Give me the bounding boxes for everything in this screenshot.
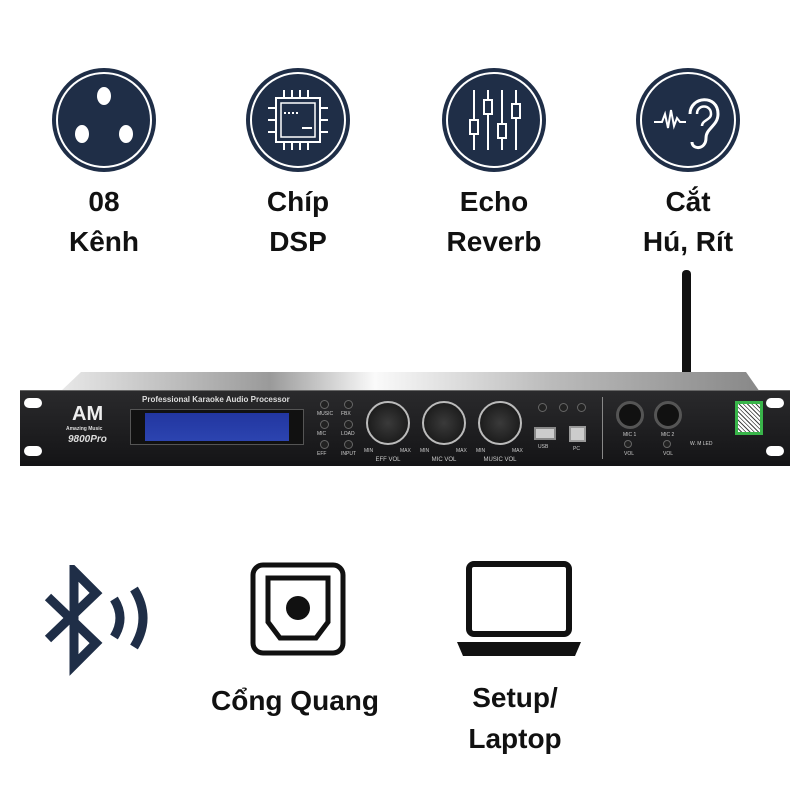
lcd-display: [130, 409, 304, 445]
led-label: W. M LED: [690, 441, 713, 447]
mic1-vol-knob[interactable]: [624, 440, 632, 448]
mic1-label: MIC 1: [623, 432, 637, 438]
volume-knob[interactable]: [422, 401, 466, 445]
knob-max: MAX: [400, 448, 411, 454]
button-label: EFF: [317, 451, 327, 457]
knob-label: MIC VOL: [431, 457, 457, 463]
optical-port-icon: [250, 562, 346, 656]
rack-ear-hole: [24, 398, 42, 408]
model-name: 9800Pro: [68, 434, 107, 445]
mic2-vol-label: VOL: [663, 451, 674, 457]
knob-label: EFF VOL: [375, 457, 401, 463]
button-load[interactable]: [344, 420, 353, 429]
transport-button[interactable]: [538, 403, 547, 412]
ear-sound-icon: [636, 68, 740, 172]
qr-sticker: [735, 401, 763, 435]
equalizer-sliders-icon: [442, 68, 546, 172]
knob-min: MIN: [364, 448, 374, 454]
transport-button[interactable]: [577, 403, 586, 412]
pc-usb-b-port[interactable]: [569, 426, 586, 442]
knob-max: MAX: [456, 448, 467, 454]
brand-logo: AM: [72, 403, 104, 425]
rack-ear-hole: [24, 446, 42, 456]
mic2-jack[interactable]: [654, 401, 682, 429]
mic1-vol-label: VOL: [624, 451, 635, 457]
usb-port[interactable]: [534, 427, 556, 440]
antenna: [682, 270, 691, 385]
knob-max: MAX: [512, 448, 523, 454]
button-label: LOAD: [341, 431, 355, 437]
xlr-connector-icon: [52, 68, 156, 172]
button-music[interactable]: [320, 400, 329, 409]
rack-ear-hole: [766, 446, 784, 456]
device-top-lid: [60, 372, 760, 392]
mic2-label: MIC 2: [661, 432, 675, 438]
button-fbx[interactable]: [344, 400, 353, 409]
button-label: MUSIC: [317, 411, 334, 417]
volume-knob[interactable]: [478, 401, 522, 445]
usb-label: USB: [538, 444, 549, 450]
device-title: Professional Karaoke Audio Processor: [142, 395, 290, 404]
button-label: FBX: [341, 411, 351, 417]
knob-min: MIN: [476, 448, 486, 454]
button-mic[interactable]: [320, 420, 329, 429]
knob-min: MIN: [420, 448, 430, 454]
volume-knob[interactable]: [366, 401, 410, 445]
button-input[interactable]: [344, 440, 353, 449]
button-label: MIC: [317, 431, 327, 437]
chip-icon: [246, 68, 350, 172]
pc-label: PC: [573, 446, 580, 452]
button-label: INPUT: [341, 451, 356, 457]
knob-label: MUSIC VOL: [483, 457, 517, 463]
rack-ear-hole: [766, 398, 784, 408]
button-eff[interactable]: [320, 440, 329, 449]
bluetooth-icon: [44, 565, 148, 676]
audio-processor-front-panel: AM Amazing Music 9800Pro Professional Ka…: [20, 390, 790, 466]
optical-port-label: Cổng Quang: [211, 685, 379, 716]
divider: [602, 397, 603, 459]
mic2-vol-knob[interactable]: [663, 440, 671, 448]
mic1-jack[interactable]: [616, 401, 644, 429]
brand-subtitle: Amazing Music: [66, 426, 103, 432]
transport-button[interactable]: [559, 403, 568, 412]
laptop-label: Setup/Laptop: [468, 682, 562, 754]
laptop-icon: [457, 561, 581, 656]
